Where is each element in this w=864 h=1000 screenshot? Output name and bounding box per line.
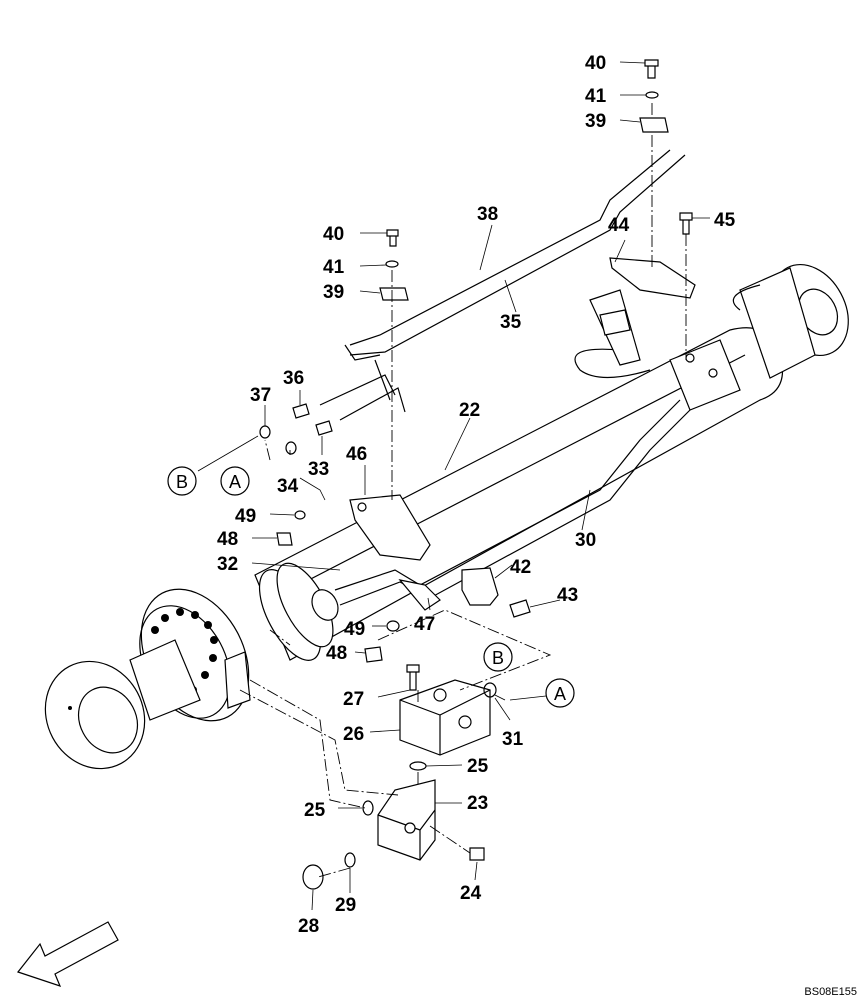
part-label: 29 <box>335 895 356 916</box>
part-label: 38 <box>477 204 498 225</box>
part-label: 41 <box>323 257 345 278</box>
small-parts <box>259 59 696 890</box>
svg-text:A: A <box>229 472 241 492</box>
center-lines <box>239 103 687 878</box>
part-label: 25 <box>467 756 489 777</box>
part-label: 32 <box>217 554 238 575</box>
ref-circle-b-right: B <box>483 642 513 672</box>
part-label: 36 <box>283 368 304 389</box>
ref-circle-a-right: A <box>545 678 575 708</box>
front-direction-arrow <box>17 921 119 987</box>
svg-text:B: B <box>176 472 188 492</box>
leader-lines <box>197 61 710 911</box>
diagram-code: BS08E155 <box>804 986 857 998</box>
part-label: 27 <box>343 689 364 710</box>
part-label: 46 <box>346 444 367 465</box>
part-label: 45 <box>714 210 736 231</box>
svg-text:B: B <box>492 648 504 668</box>
part-label: 28 <box>298 916 319 937</box>
part-label: 25 <box>304 800 326 821</box>
part-label: 23 <box>467 793 488 814</box>
part-label: 43 <box>557 585 578 606</box>
part-label: 22 <box>459 400 480 421</box>
part-labels: 40 41 39 38 44 45 40 41 39 35 36 37 22 3… <box>217 53 736 937</box>
part-label: 42 <box>510 557 531 578</box>
part-label: 48 <box>326 643 347 664</box>
part-label: 33 <box>308 459 329 480</box>
part-label: 44 <box>608 215 630 236</box>
part-label: 26 <box>343 724 364 745</box>
part-label: 41 <box>585 86 607 107</box>
part-label: 40 <box>585 53 606 74</box>
part-label: 49 <box>235 506 256 527</box>
part-label: 24 <box>460 883 482 904</box>
reference-markers: B A B A <box>167 466 575 708</box>
part-label: 40 <box>323 224 344 245</box>
part-label: 30 <box>575 530 596 551</box>
part-label: 48 <box>217 529 238 550</box>
part-label: 34 <box>277 476 299 497</box>
part-label: 39 <box>585 111 606 132</box>
part-label: 35 <box>500 312 522 333</box>
part-label: 47 <box>414 614 435 635</box>
cylinder-body <box>44 263 849 770</box>
ref-circle-b-left: B <box>167 466 197 496</box>
svg-text:A: A <box>554 684 566 704</box>
part-label: 37 <box>250 385 271 406</box>
ref-circle-a-left: A <box>220 466 250 496</box>
part-label: 49 <box>344 619 365 640</box>
part-label: 39 <box>323 282 344 303</box>
part-label: 31 <box>502 729 524 750</box>
pipes <box>311 149 761 621</box>
